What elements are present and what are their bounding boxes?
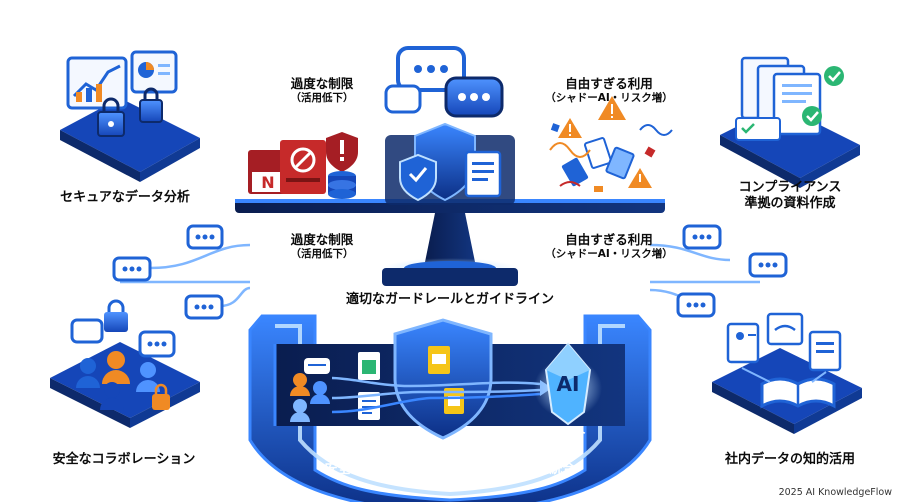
guardrail-label: 適切なガードレールとガイドライン — [345, 292, 554, 307]
mid-left-sub: （活用低下） — [290, 247, 354, 260]
mid-right-title: 自由すぎる利用 — [565, 232, 653, 247]
credit-text: 2025 AI KnowledgeFlow — [778, 487, 892, 498]
right-connectors — [649, 224, 788, 318]
compliance-docs-line2: 準拠の資料作成 — [744, 196, 836, 212]
top-right-sub: （シャドーAI・リスク増） — [545, 91, 673, 104]
top-left-sub: （活用低下） — [290, 91, 354, 104]
compliance-docs-illustration — [720, 56, 860, 188]
top-left-label: 過度な制限 （活用低下） — [262, 76, 382, 105]
mid-right-sub: （シャドーAI・リスク増） — [545, 247, 673, 260]
svg-text:N: N — [261, 173, 274, 192]
compliance-docs-line1: コンプライアンス — [738, 180, 842, 195]
secure-data-analysis-label: セキュアなデータ分析 — [60, 190, 190, 205]
ai-text: AI — [556, 372, 580, 396]
balance-scale-illustration: N — [235, 46, 673, 286]
secure-data-analysis-illustration — [60, 50, 200, 182]
secure-env-label: 安全な環境（Workspace）内でのAI統合 — [324, 462, 576, 477]
safe-collaboration-illustration — [50, 299, 200, 428]
compliance-docs-label: コンプライアンス 準拠の資料作成 — [700, 180, 880, 213]
top-right-title: 自由すぎる利用 — [565, 76, 653, 91]
mid-right-label: 自由すぎる利用 （シャドーAI・リスク増） — [524, 232, 694, 261]
internal-data-illustration — [712, 312, 862, 434]
internal-data-label: 社内データの知的活用 — [724, 452, 855, 467]
safe-collaboration-label: 安全なコラボレーション — [52, 452, 196, 467]
workspace-shield-illustration — [248, 314, 652, 502]
left-connectors — [112, 224, 251, 320]
top-right-label: 自由すぎる利用 （シャドーAI・リスク増） — [524, 76, 694, 105]
ai-integration-label: AI統合 — [550, 428, 586, 441]
mid-left-label: 過度な制限 （活用低下） — [262, 232, 382, 261]
mid-left-title: 過度な制限 — [290, 232, 354, 247]
top-left-title: 過度な制限 — [290, 76, 354, 91]
